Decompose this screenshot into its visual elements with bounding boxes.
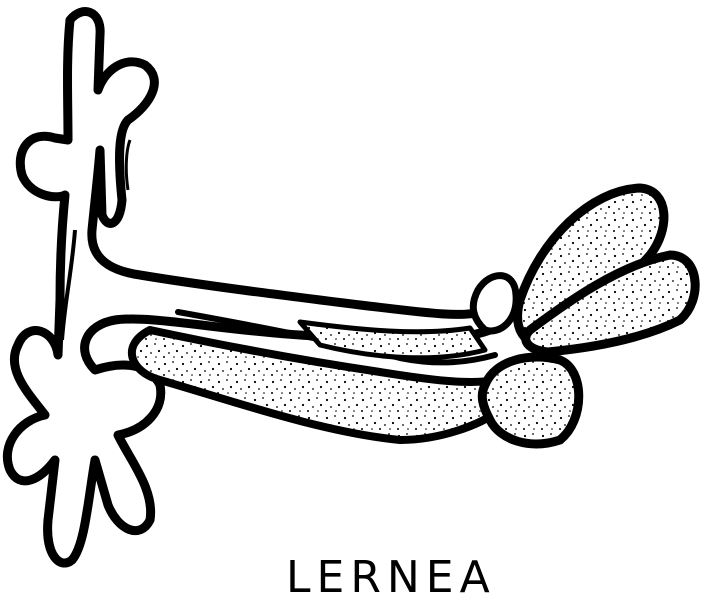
- lernaea-illustration: [0, 0, 701, 582]
- egg-sac-lower: [482, 357, 578, 444]
- anchor-outline: [7, 12, 490, 563]
- species-caption: LERNEA: [286, 556, 496, 600]
- anchor-detail-line: [126, 140, 130, 190]
- body-stub: [473, 276, 516, 331]
